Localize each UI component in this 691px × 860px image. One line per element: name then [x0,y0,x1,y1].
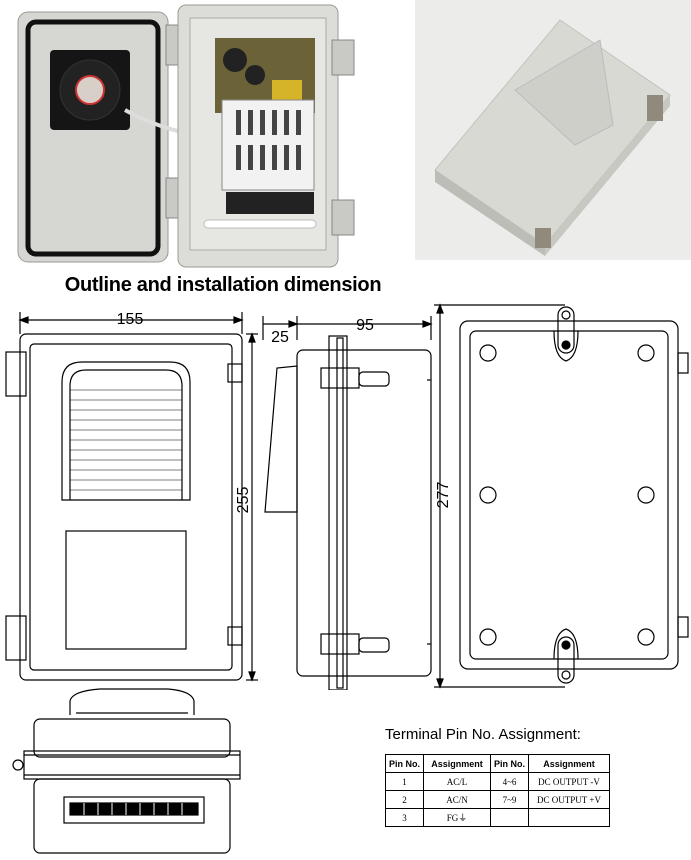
table-cell: 7~9 [490,790,529,809]
table-cell: 4~6 [490,772,529,791]
bottom-view-drawing [12,688,241,854]
table-row: 2 AC/N 7~9 DC OUTPUT +V [385,790,610,809]
table-cell: 3 [385,808,424,827]
pin-table-title: Terminal Pin No. Assignment: [385,726,581,743]
table-cell: FG⏚ [423,808,491,827]
table-cell: 2 [385,790,424,809]
back-view-drawing: 277 [434,303,689,689]
closed-enclosure-photo [415,0,691,260]
open-enclosure-photo [17,4,355,268]
pin-assignment-table: Pin No. Assignment Pin No. Assignment 1 … [385,754,610,827]
table-cell: AC/N [423,790,491,809]
side-flap-label: 25 [271,329,289,346]
table-cell: AC/L [423,772,491,791]
front-height-label: 255 [235,487,252,514]
fan-icon [50,50,130,130]
header-assignment-2: Assignment [528,754,610,773]
table-row: 1 AC/L 4~6 DC OUTPUT -V [385,772,610,791]
header-pin-no-2: Pin No. [490,754,529,773]
table-cell: DC OUTPUT -V [528,772,610,791]
side-view-drawing: 25 95 [262,316,433,690]
table-header-row: Pin No. Assignment Pin No. Assignment [385,754,610,773]
side-depth-label: 95 [356,317,374,334]
front-width-label: 155 [117,311,144,328]
front-view-drawing: 155 255 [5,311,258,682]
table-row: 3 FG⏚ [385,808,610,827]
table-cell: DC OUTPUT +V [528,790,610,809]
table-cell [528,808,610,827]
back-height-label: 277 [435,482,452,509]
table-cell [490,808,529,827]
table-cell: 1 [385,772,424,791]
header-assignment-1: Assignment [423,754,491,773]
header-pin-no-1: Pin No. [385,754,424,773]
outline-caption: Outline and installation dimension [64,274,382,296]
